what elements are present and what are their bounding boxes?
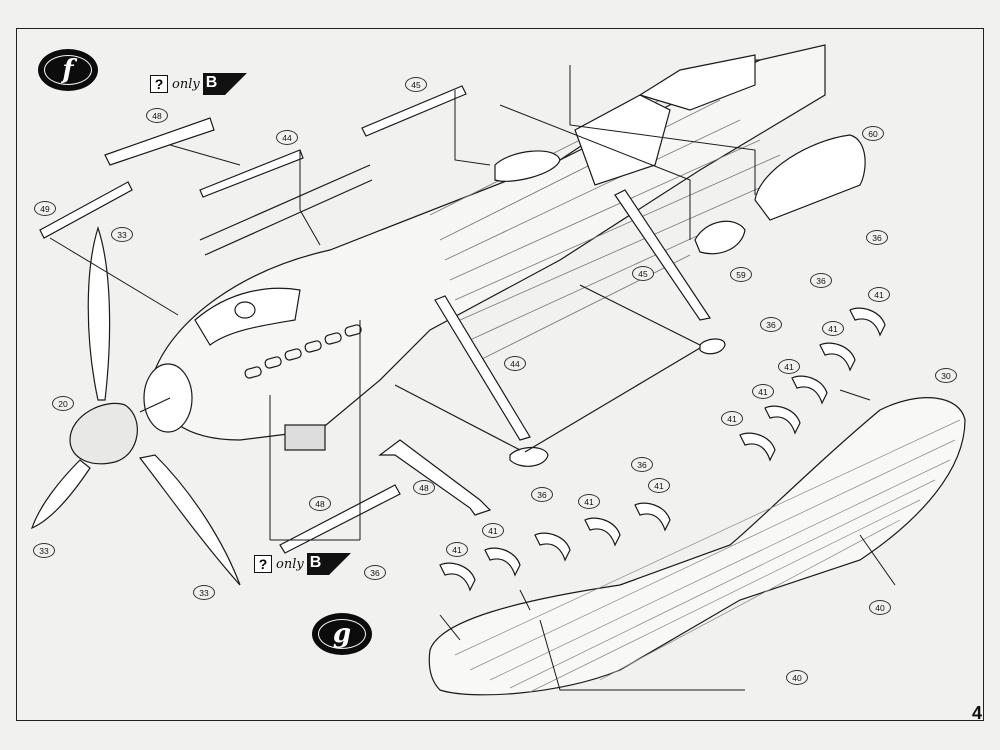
step-g-badge: g	[312, 613, 372, 655]
part-callout: 41	[822, 321, 844, 336]
part-callout: 33	[193, 585, 215, 600]
canopy-part-59	[694, 220, 746, 255]
part-callout: 33	[33, 543, 55, 558]
part-callout: 41	[752, 384, 774, 399]
only-label: only	[276, 556, 304, 572]
part-callout: 45	[405, 77, 427, 92]
part-callout: 60	[862, 126, 884, 141]
part-callout: 40	[786, 670, 808, 685]
part-callout: 44	[504, 356, 526, 371]
small-parts	[439, 307, 886, 592]
part-callout: 36	[810, 273, 832, 288]
part-callout: 41	[648, 478, 670, 493]
part-callout: 59	[730, 267, 752, 282]
question-mark-icon: ?	[150, 75, 168, 93]
variant-flag-icon: B	[306, 553, 351, 575]
canopy-part-60	[754, 134, 866, 221]
question-mark-icon: ?	[254, 555, 272, 573]
part-callout: 45	[632, 266, 654, 281]
part-callout: 36	[760, 317, 782, 332]
exhaust-stubs	[244, 324, 362, 379]
part-callout: 33	[111, 227, 133, 242]
part-callout: 49	[34, 201, 56, 216]
step-f-badge: f	[38, 49, 98, 91]
part-callout: 36	[631, 457, 653, 472]
part-callout: 41	[578, 494, 600, 509]
part-callout: 41	[778, 359, 800, 374]
leader-lines	[49, 65, 896, 691]
part-callout: 30	[935, 368, 957, 383]
part-callout: 36	[866, 230, 888, 245]
page-frame	[16, 28, 984, 721]
part-callout: 41	[446, 542, 468, 557]
part-callout: 41	[721, 411, 743, 426]
lower-wing-drawing	[428, 397, 966, 696]
fuselage-drawing	[143, 44, 826, 451]
part-callout: 48	[413, 480, 435, 495]
variant-flag-icon: B	[202, 73, 247, 95]
part-callout: 41	[868, 287, 890, 302]
part-callout: 48	[309, 496, 331, 511]
step-g-label: g	[318, 619, 366, 649]
part-callout: 20	[52, 396, 74, 411]
only-label: only	[172, 76, 200, 92]
part-callout: 41	[482, 523, 504, 538]
step-f-label: f	[44, 55, 92, 85]
page-number: 4	[971, 703, 982, 723]
part-callout: 48	[146, 108, 168, 123]
part-callout: 40	[869, 600, 891, 615]
part-callout: 44	[276, 130, 298, 145]
part-callout: 36	[364, 565, 386, 580]
variant-label: B	[205, 74, 218, 91]
struts-drawing	[39, 85, 726, 554]
variant-note-top: ? only B	[150, 73, 247, 95]
part-callout: 36	[531, 487, 553, 502]
variant-note-bottom: ? only B	[254, 553, 351, 575]
variant-label: B	[309, 554, 322, 571]
